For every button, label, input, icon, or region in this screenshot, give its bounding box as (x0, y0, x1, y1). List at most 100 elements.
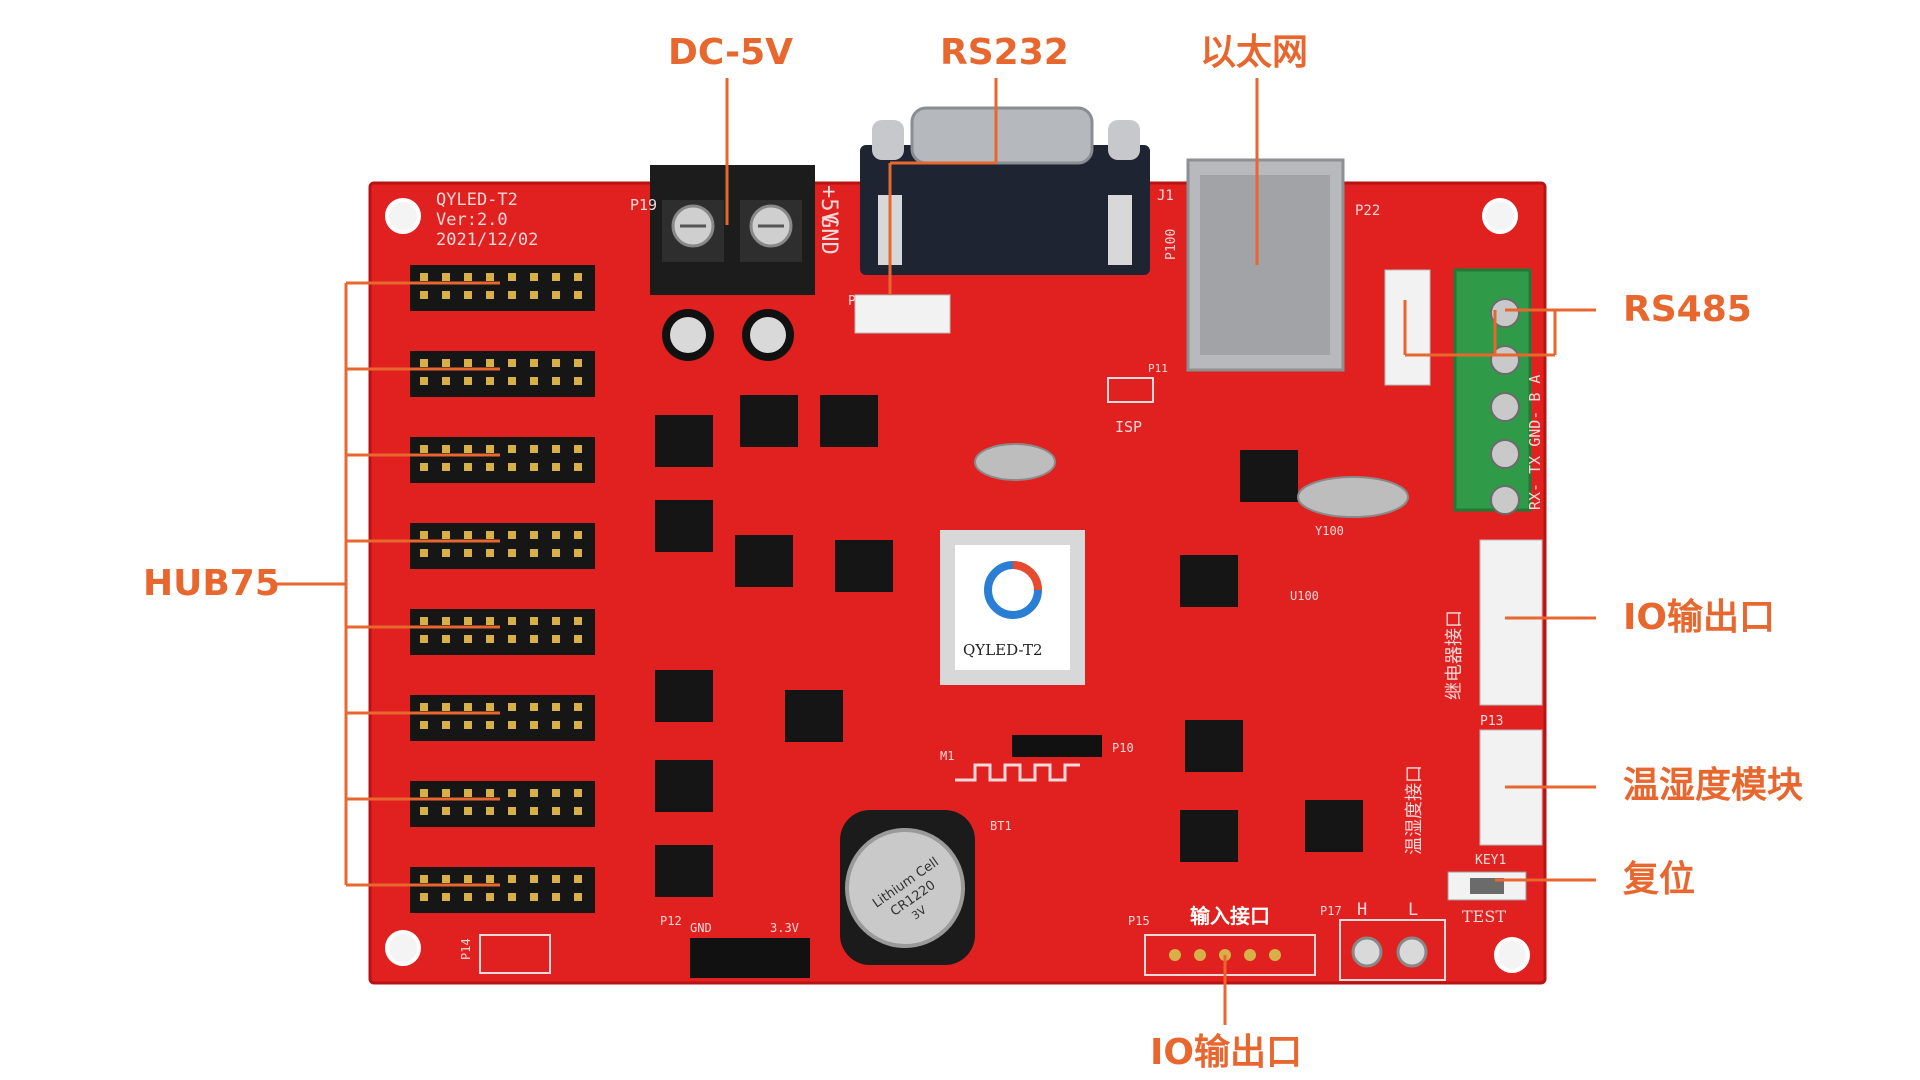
hub75-pin (508, 721, 516, 729)
hub75-pin (442, 635, 450, 643)
hub75-pin (464, 703, 472, 711)
p10-header (1012, 735, 1102, 757)
hub75-pin (552, 893, 560, 901)
hub75-header-1 (410, 265, 595, 311)
h-label: H (1357, 900, 1367, 920)
hub75-pin (442, 875, 450, 883)
hub75-pin (508, 291, 516, 299)
hub75-pin (442, 703, 450, 711)
hub75-pin (574, 549, 582, 557)
main-mcu-chip (940, 530, 1085, 685)
crystal-oscillator (974, 443, 1056, 481)
hub75-pin (420, 721, 428, 729)
hub75-pin (486, 875, 494, 883)
mounting-holes (385, 198, 1530, 973)
hub75-pin (420, 531, 428, 539)
hub75-pin (574, 531, 582, 539)
plus5v-silk-label: +5V (816, 185, 841, 225)
hub75-pin (530, 291, 538, 299)
hub75-pin (442, 291, 450, 299)
hub75-pin (574, 377, 582, 385)
hub75-pin (508, 377, 516, 385)
rs232-header-connector (854, 294, 951, 334)
l-terminal (1396, 936, 1428, 968)
p14-label: P14 (459, 938, 473, 960)
hub75-pin (508, 359, 516, 367)
hub75-pin (508, 635, 516, 643)
hub75-pin (420, 377, 428, 385)
hub75-pin (574, 703, 582, 711)
hl-terminal-outline (1339, 919, 1446, 981)
ic-2 (655, 500, 713, 552)
hub75-pin (552, 273, 560, 281)
hub75-header-8 (410, 867, 595, 913)
p100-label: P100 (1164, 229, 1179, 260)
gnd-silk-label: GND (816, 215, 841, 255)
ic-13 (1180, 810, 1238, 862)
ic-15 (1240, 450, 1298, 502)
key1-label: KEY1 (1475, 853, 1506, 868)
hub75-pin (464, 377, 472, 385)
p22-label: P22 (1355, 203, 1380, 219)
hub75-pin (486, 617, 494, 625)
hub75-pin (486, 635, 494, 643)
hub75-header-4 (410, 523, 595, 569)
hub75-pin (420, 875, 428, 883)
test-label: TEST (1462, 907, 1506, 926)
hub75-pin (552, 789, 560, 797)
hub75-pin (574, 463, 582, 471)
hub75-pin (574, 273, 582, 281)
hub75-pin (530, 463, 538, 471)
isp-header (1107, 377, 1154, 403)
u100-label: U100 (1290, 589, 1319, 603)
hub75-pin (420, 291, 428, 299)
hub75-pin (464, 531, 472, 539)
hub75-pin (442, 359, 450, 367)
l-label: L (1408, 900, 1418, 920)
rs485-green-terminal (1453, 268, 1532, 515)
hub75-pin (464, 445, 472, 453)
hub75-pin (552, 463, 560, 471)
hub75-pin (574, 893, 582, 901)
hub75-pin (508, 531, 516, 539)
hub75-pin (464, 807, 472, 815)
hub75-pin (464, 549, 472, 557)
p19-label: P19 (630, 196, 657, 214)
relay-connector (1479, 539, 1543, 706)
hub75-pin (420, 359, 428, 367)
hub75-pin (574, 875, 582, 883)
hub75-pin (574, 291, 582, 299)
hub75-pin (530, 721, 538, 729)
hub75-pin (508, 875, 516, 883)
hub75-pin (442, 789, 450, 797)
ic-4 (655, 760, 713, 812)
crystal-oscillator-2 (1297, 476, 1409, 518)
hub75-header-5 (410, 609, 595, 655)
hub75-pin (420, 703, 428, 711)
ethernet-rj45-port (1186, 158, 1345, 372)
p12-label: P12 (660, 914, 682, 928)
hub75-pin (508, 807, 516, 815)
rs232-callout: RS232 (940, 32, 1069, 73)
hub75-pin (574, 721, 582, 729)
hub75-pin (574, 359, 582, 367)
rs232-db9-connector (860, 106, 1150, 275)
hub75-pin (420, 549, 428, 557)
hub75-pin (552, 807, 560, 815)
hub75-callout: HUB75 (143, 563, 280, 604)
ic-9 (835, 540, 893, 592)
hub75-pin (530, 549, 538, 557)
hub75-pin (442, 893, 450, 901)
hub75-pin (486, 549, 494, 557)
ic-14 (1305, 800, 1363, 852)
hub75-pin (530, 531, 538, 539)
hub75-pin (530, 893, 538, 901)
hub75-pin (530, 703, 538, 711)
j1-label: J1 (1157, 188, 1174, 204)
hub75-pin (552, 635, 560, 643)
electrolytic-capacitors (662, 309, 794, 361)
reset-callout: 复位 (1623, 859, 1696, 900)
driver-ics (655, 395, 1363, 897)
hub75-pin (486, 703, 494, 711)
